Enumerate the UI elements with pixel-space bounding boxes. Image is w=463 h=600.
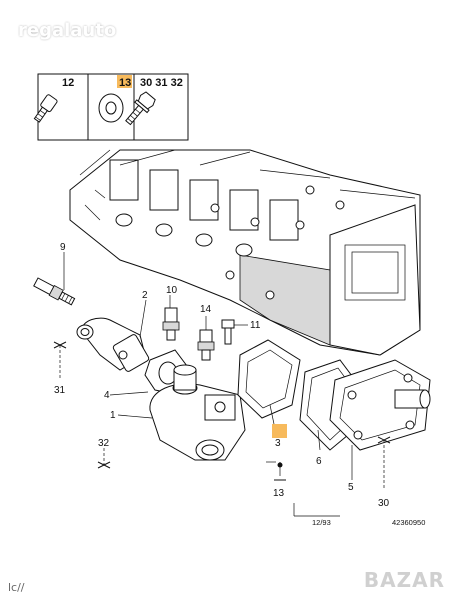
legend-highlight [117,75,132,88]
parts-legend: 12 13 30 31 32 [33,73,189,141]
callout-3-highlight [272,424,287,438]
callout-31: 31 [54,385,66,396]
callout-4: 4 [104,390,110,401]
outlet-housing [76,317,150,372]
legend-label-30-31-32: 30 31 32 [140,77,183,89]
callout-32: 32 [98,438,110,449]
callout-9: 9 [60,242,66,253]
thermostat-housing [149,364,246,461]
temperature-sensor [33,277,76,306]
callout-3: 3 [275,438,281,449]
gasket-3 [237,339,301,419]
callout-10: 10 [166,285,178,296]
reference-number: 42360950 [392,518,425,527]
cylinder-head [69,149,421,356]
sensor-10 [162,307,180,341]
sensor-14 [197,329,215,361]
footer-caption: lc// [8,581,25,594]
callout-30: 30 [378,498,390,509]
legend-label-13: 13 [119,77,131,89]
callout-2: 2 [142,290,148,301]
callout-14: 14 [200,304,212,315]
callout-6: 6 [316,456,322,467]
camshaft-lobes [109,159,345,300]
callout-5: 5 [348,482,354,493]
stamp-date: 12/93 [312,518,331,527]
bolt-11 [221,319,235,345]
callout-11: 11 [250,320,261,331]
callout-13: 13 [273,488,285,499]
watermark-text: regalauto [18,20,117,41]
brand-logo: BAZAR [363,568,445,592]
callout-1: 1 [110,410,116,421]
washer-icon [98,93,124,123]
legend-label-12: 12 [62,77,74,89]
flange-bolt-icon [125,91,156,126]
bolt-icon [33,94,58,123]
coolant-outlet [329,359,431,451]
